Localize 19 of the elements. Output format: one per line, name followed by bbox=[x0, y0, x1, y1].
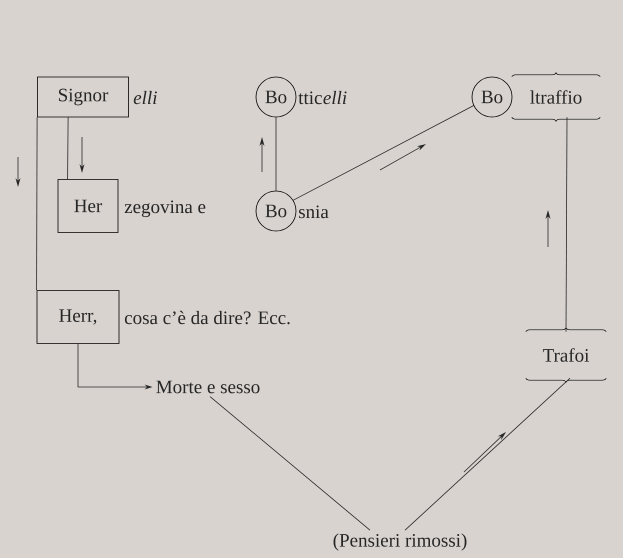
connector-line bbox=[404, 378, 570, 531]
word-text: Morte e sesso bbox=[156, 380, 260, 394]
word-text: cosa c’è da dire? Ecc. bbox=[124, 310, 290, 324]
word-box: Her bbox=[58, 179, 118, 233]
word-box: Herr, bbox=[36, 290, 120, 344]
word-text: ttic bbox=[298, 91, 322, 104]
word-box: Signor bbox=[37, 76, 129, 118]
word-text: elli bbox=[323, 90, 347, 104]
connector-line bbox=[36, 117, 38, 290]
word-text: (Pensieri rimossi) bbox=[334, 533, 466, 551]
word-text: snia bbox=[299, 205, 329, 218]
connector-line bbox=[566, 116, 568, 332]
braced-word: ltraffio bbox=[511, 72, 601, 122]
connector-line bbox=[67, 117, 68, 180]
word-text: elli bbox=[134, 90, 157, 104]
connector-line bbox=[292, 105, 474, 201]
word-text: zegovina e bbox=[124, 200, 206, 218]
connector-line bbox=[210, 396, 370, 531]
braced-word: Trafoi bbox=[525, 327, 607, 383]
